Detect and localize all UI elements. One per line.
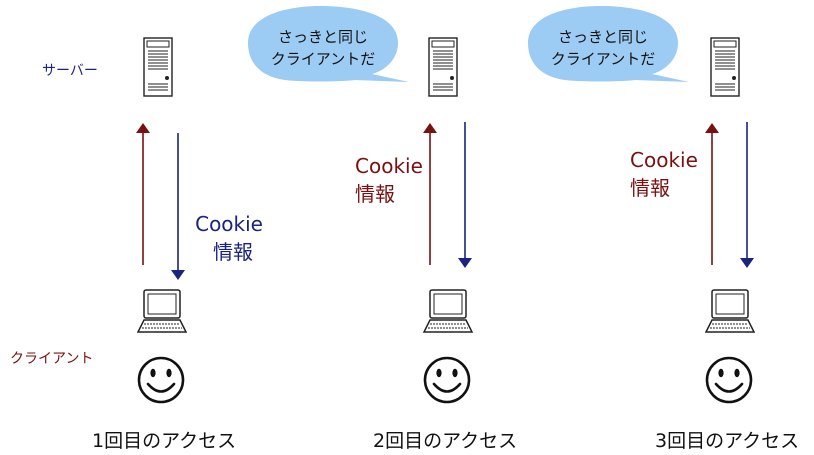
client-label: クライアント — [10, 351, 94, 367]
cookie-request-label: Cookie 情報 — [630, 146, 698, 202]
bubble-line-2: クライアントだ — [550, 50, 656, 68]
bubble-text: さっきと同じ クライアントだ — [258, 26, 388, 70]
server-icon — [710, 37, 740, 97]
bubble-line-1: さっきと同じ — [277, 28, 368, 46]
cookie-label-line-2: 情報 — [355, 182, 395, 206]
speech-bubble-2 — [248, 6, 409, 82]
smiley-icon — [705, 356, 753, 404]
cookie-label-line-1: Cookie — [195, 212, 263, 236]
cookie-label-line-1: Cookie — [355, 154, 423, 178]
access-caption-2: 2回目のアクセス — [373, 430, 518, 452]
cookie-request-label: Cookie 情報 — [355, 152, 423, 208]
speech-bubble-3 — [528, 6, 689, 82]
smiley-icon — [137, 356, 185, 404]
laptop-icon — [137, 289, 187, 333]
server-icon — [428, 37, 458, 97]
smiley-icon — [423, 356, 471, 404]
cookie-label-line-2: 情報 — [213, 240, 253, 264]
access-caption-3: 3回目のアクセス — [655, 430, 800, 452]
server-icon — [143, 37, 173, 97]
cookie-label-line-2: 情報 — [630, 176, 670, 200]
laptop-icon — [423, 289, 473, 333]
bubble-text: さっきと同じ クライアントだ — [538, 26, 668, 70]
cookie-label-line-1: Cookie — [630, 148, 698, 172]
laptop-icon — [705, 289, 755, 333]
access-caption-1: 1回目のアクセス — [92, 430, 237, 452]
cookie-response-label: Cookie 情報 — [183, 210, 263, 266]
server-label: サーバー — [42, 63, 98, 79]
bubble-line-1: さっきと同じ — [557, 28, 648, 46]
bubble-line-2: クライアントだ — [270, 50, 376, 68]
